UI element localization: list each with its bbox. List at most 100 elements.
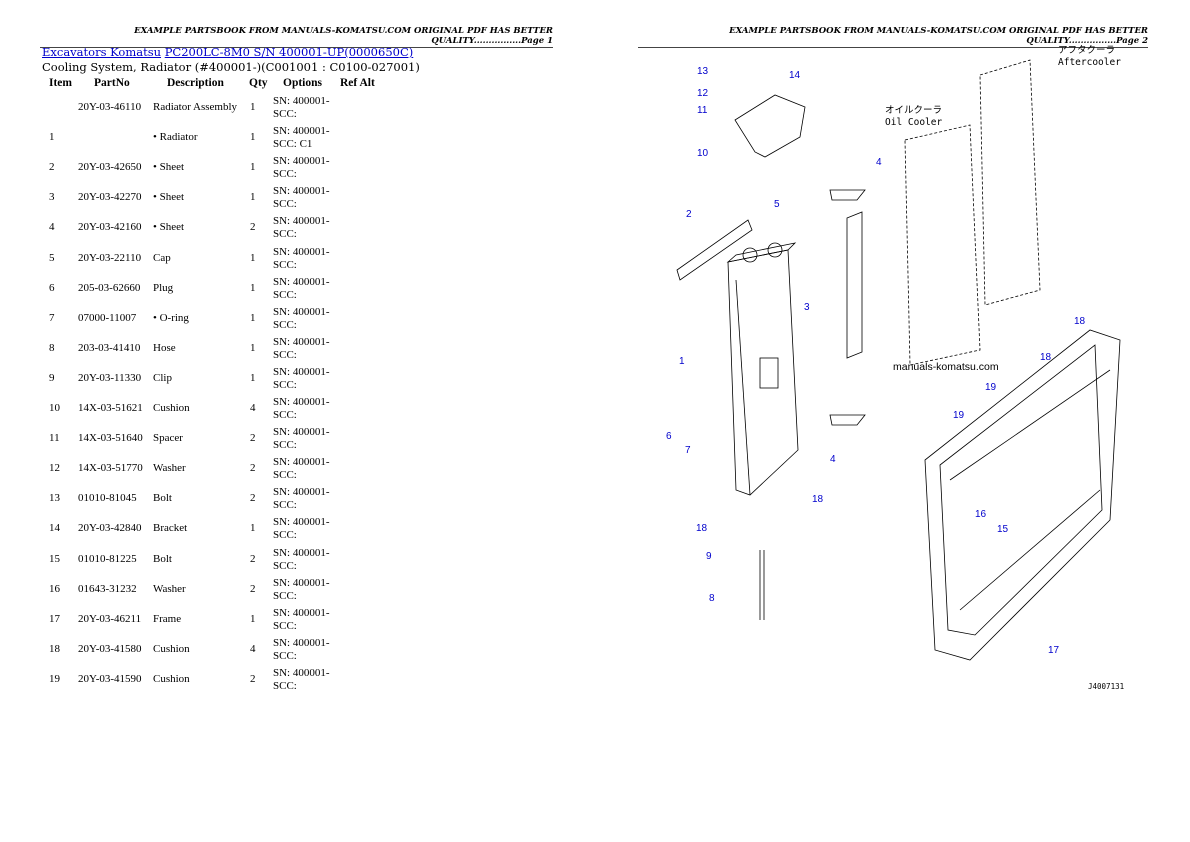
parts-diagram: [676, 59, 1121, 661]
callout-label: 17: [1048, 645, 1060, 656]
description: Cap: [153, 251, 171, 264]
part-number: 20Y-03-11330: [78, 371, 142, 384]
item-number: 17: [49, 612, 60, 625]
part-number: 01643-31232: [78, 582, 137, 595]
callout-label: 6: [666, 431, 672, 442]
quantity: 2: [250, 221, 256, 234]
description: Frame: [153, 612, 182, 625]
options: SN: 400001- SCC:: [273, 426, 330, 452]
options: SN: 400001- SCC: C1: [273, 125, 330, 151]
link-model[interactable]: PC200LC-8M0 S/N 400001-UP(0000650C): [164, 45, 414, 59]
item-number: 9: [49, 371, 55, 384]
quantity: 2: [250, 462, 256, 475]
item-number: 14: [49, 522, 60, 535]
item-number: 18: [49, 642, 60, 655]
part-number: 20Y-03-22110: [78, 251, 142, 264]
item-number: 16: [49, 582, 60, 595]
callout-label: 7: [685, 445, 691, 456]
part-number: 20Y-03-42270: [78, 191, 142, 204]
item-number: 1: [49, 131, 55, 144]
page1-header: EXAMPLE PARTSBOOK FROM MANUALS-KOMATSU.C…: [40, 26, 553, 48]
part-number: 07000-11007: [78, 311, 137, 324]
page-subtitle: Cooling System, Radiator (#400001-)(C001…: [42, 60, 420, 74]
item-number: 5: [49, 251, 55, 264]
callout-label: 5: [774, 199, 780, 210]
options: SN: 400001- SCC:: [273, 666, 330, 692]
description: Bolt: [153, 492, 172, 505]
part-number: 20Y-03-46211: [78, 612, 142, 625]
col-options: Options: [283, 77, 322, 89]
description: Clip: [153, 371, 172, 384]
description: Cushion: [153, 402, 190, 414]
callout-label: 15: [997, 524, 1009, 535]
oil-cooler-drawing: [904, 59, 1041, 366]
item-number: 7: [49, 311, 55, 324]
options: SN: 400001- SCC:: [273, 275, 330, 301]
col-partno: PartNo: [94, 77, 130, 89]
quantity: 4: [250, 642, 256, 655]
part-number: 20Y-03-41590: [78, 672, 142, 685]
link-excavators-komatsu[interactable]: Excavators Komatsu: [42, 45, 162, 59]
description: • Sheet: [153, 161, 185, 174]
item-number: 8: [49, 341, 55, 354]
description: Radiator Assembly: [153, 101, 238, 113]
quantity: 1: [250, 161, 256, 174]
callout-label: 8: [709, 593, 715, 604]
callout-label: 19: [985, 382, 997, 393]
callout-label: 11: [697, 105, 708, 116]
options: SN: 400001- SCC:: [273, 396, 330, 421]
watermark: manuals-komatsu.com: [893, 361, 999, 373]
part-number: 14X-03-51640: [78, 432, 143, 445]
description: Bolt: [153, 552, 172, 565]
description: • Radiator: [153, 131, 198, 144]
part-number: 205-03-62660: [78, 281, 141, 294]
callout-label: 13: [697, 66, 709, 77]
part-number: 01010-81225: [78, 552, 137, 565]
callout-label: 16: [975, 509, 987, 520]
item-number: 10: [49, 402, 60, 414]
item-number: 19: [49, 672, 60, 685]
options: SN: 400001- SCC:: [273, 486, 330, 512]
item-number: 6: [49, 281, 55, 294]
quantity: 2: [250, 672, 256, 685]
breadcrumb: Excavators Komatsu PC200LC-8M0 S/N 40000…: [42, 45, 413, 59]
col-description: Description: [167, 77, 224, 89]
quantity: 2: [250, 582, 256, 595]
options: SN: 400001- SCC:: [273, 456, 330, 482]
callout-label: 9: [706, 551, 712, 562]
description: Plug: [153, 281, 174, 294]
part-number: 20Y-03-42650: [78, 161, 142, 174]
description: Washer: [153, 582, 186, 595]
part-number: 20Y-03-42160: [78, 221, 142, 234]
callout-label: 10: [697, 148, 709, 159]
options: SN: 400001- SCC:: [273, 606, 330, 632]
page2-header: EXAMPLE PARTSBOOK FROM MANUALS-KOMATSU.C…: [638, 26, 1148, 48]
options: SN: 400001- SCC:: [273, 155, 330, 181]
description: Bracket: [153, 522, 188, 535]
callout-label: 2: [686, 209, 692, 220]
col-item: Item: [49, 77, 72, 89]
quantity: 1: [250, 311, 256, 324]
options: SN: 400001- SCC:: [273, 636, 330, 662]
options: SN: 400001- SCC:: [273, 305, 330, 331]
quantity: 1: [250, 101, 256, 113]
description: Cushion: [153, 672, 190, 685]
part-number: 203-03-41410: [78, 341, 141, 354]
quantity: 1: [250, 371, 256, 384]
col-refalt: Ref Alt: [340, 77, 375, 89]
description: Washer: [153, 462, 186, 475]
item-number: 15: [49, 552, 60, 565]
callout-label: 18: [696, 523, 708, 534]
callout-label: 3: [804, 302, 810, 313]
options: SN: 400001- SCC:: [273, 516, 330, 542]
